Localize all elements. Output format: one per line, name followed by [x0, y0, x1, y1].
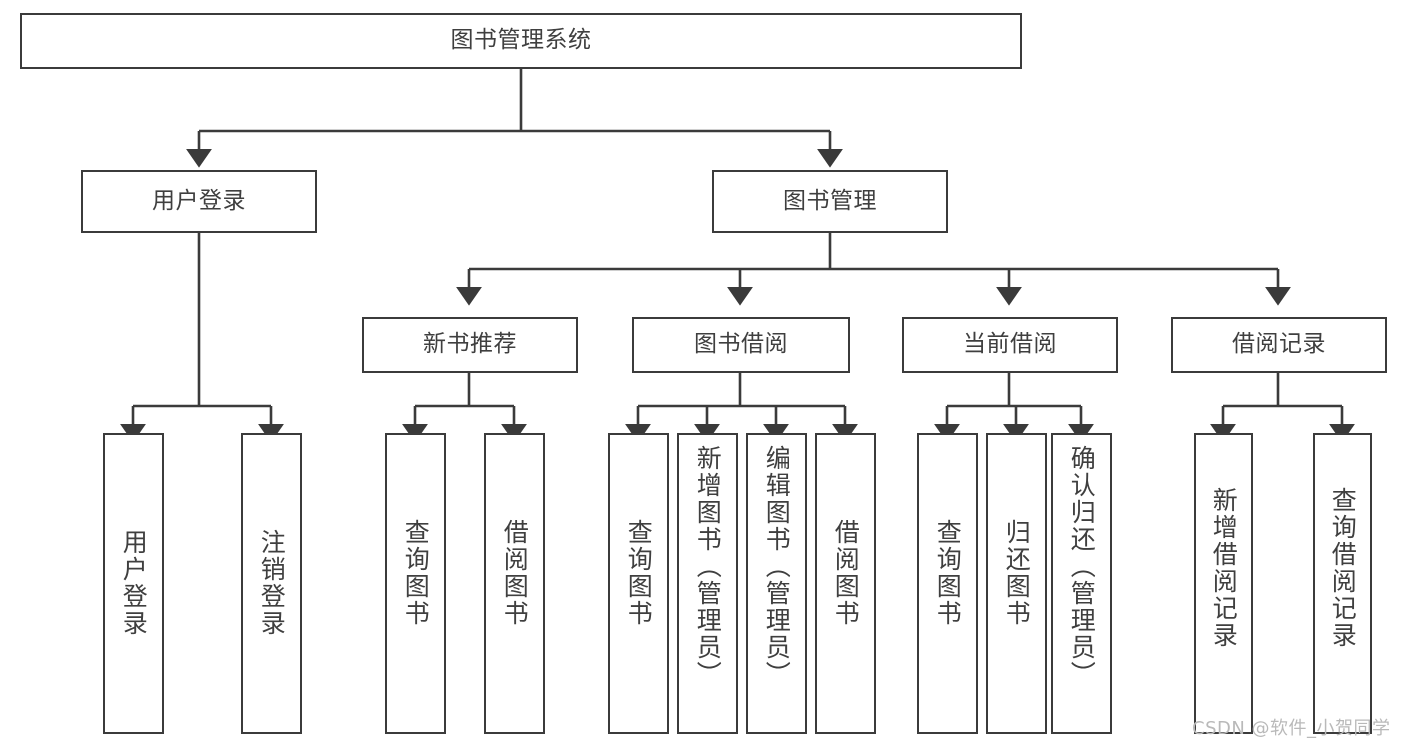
leaf-return-book-label: 归还图书	[1002, 519, 1032, 627]
node-book-borrow[interactable]: 图书借阅	[632, 317, 850, 373]
leaf-borrow-book-1[interactable]: 借阅图书	[484, 433, 545, 734]
node-borrow-record[interactable]: 借阅记录	[1171, 317, 1387, 373]
leaf-logout[interactable]: 注销登录	[241, 433, 302, 734]
leaf-edit-book[interactable]: 编辑图书（管理员）	[746, 433, 807, 734]
leaf-query-book-3[interactable]: 查询图书	[917, 433, 978, 734]
leaf-confirm-return[interactable]: 确认归还（管理员）	[1051, 433, 1112, 734]
leaf-user-login[interactable]: 用户登录	[103, 433, 164, 734]
node-new-book-recommend[interactable]: 新书推荐	[362, 317, 578, 373]
leaf-add-record[interactable]: 新增借阅记录	[1194, 433, 1253, 734]
node-book-manage-label: 图书管理	[783, 187, 877, 214]
leaf-add-record-label: 新增借阅记录	[1209, 487, 1239, 649]
node-book-manage[interactable]: 图书管理	[712, 170, 948, 233]
leaf-borrow-book-2[interactable]: 借阅图书	[815, 433, 876, 734]
leaf-borrow-book-2-label: 借阅图书	[831, 519, 861, 627]
node-root-label: 图书管理系统	[450, 27, 592, 54]
leaf-confirm-return-label: 确认归还（管理员）	[1067, 445, 1097, 688]
leaf-return-book[interactable]: 归还图书	[986, 433, 1047, 734]
leaf-logout-label: 注销登录	[257, 529, 287, 637]
leaf-query-book-2[interactable]: 查询图书	[608, 433, 669, 734]
node-user-login-label: 用户登录	[152, 187, 246, 214]
leaf-user-login-label: 用户登录	[119, 529, 149, 637]
leaf-add-book-label: 新增图书（管理员）	[693, 445, 723, 688]
leaf-query-record[interactable]: 查询借阅记录	[1313, 433, 1372, 734]
watermark: CSDN @软件_小贺同学	[1192, 718, 1391, 739]
leaf-query-book-2-label: 查询图书	[624, 519, 654, 627]
leaf-query-record-label: 查询借阅记录	[1328, 487, 1358, 649]
leaf-borrow-book-1-label: 借阅图书	[500, 519, 530, 627]
leaf-add-book[interactable]: 新增图书（管理员）	[677, 433, 738, 734]
leaf-query-book-1[interactable]: 查询图书	[385, 433, 446, 734]
node-borrow-record-label: 借阅记录	[1232, 331, 1326, 358]
leaf-query-book-1-label: 查询图书	[401, 519, 431, 627]
leaf-edit-book-label: 编辑图书（管理员）	[762, 445, 792, 688]
node-user-login[interactable]: 用户登录	[81, 170, 317, 233]
node-current-borrow[interactable]: 当前借阅	[902, 317, 1118, 373]
leaf-query-book-3-label: 查询图书	[933, 519, 963, 627]
node-new-book-recommend-label: 新书推荐	[423, 331, 517, 358]
node-root[interactable]: 图书管理系统	[20, 13, 1022, 69]
node-current-borrow-label: 当前借阅	[963, 331, 1057, 358]
node-book-borrow-label: 图书借阅	[694, 331, 788, 358]
